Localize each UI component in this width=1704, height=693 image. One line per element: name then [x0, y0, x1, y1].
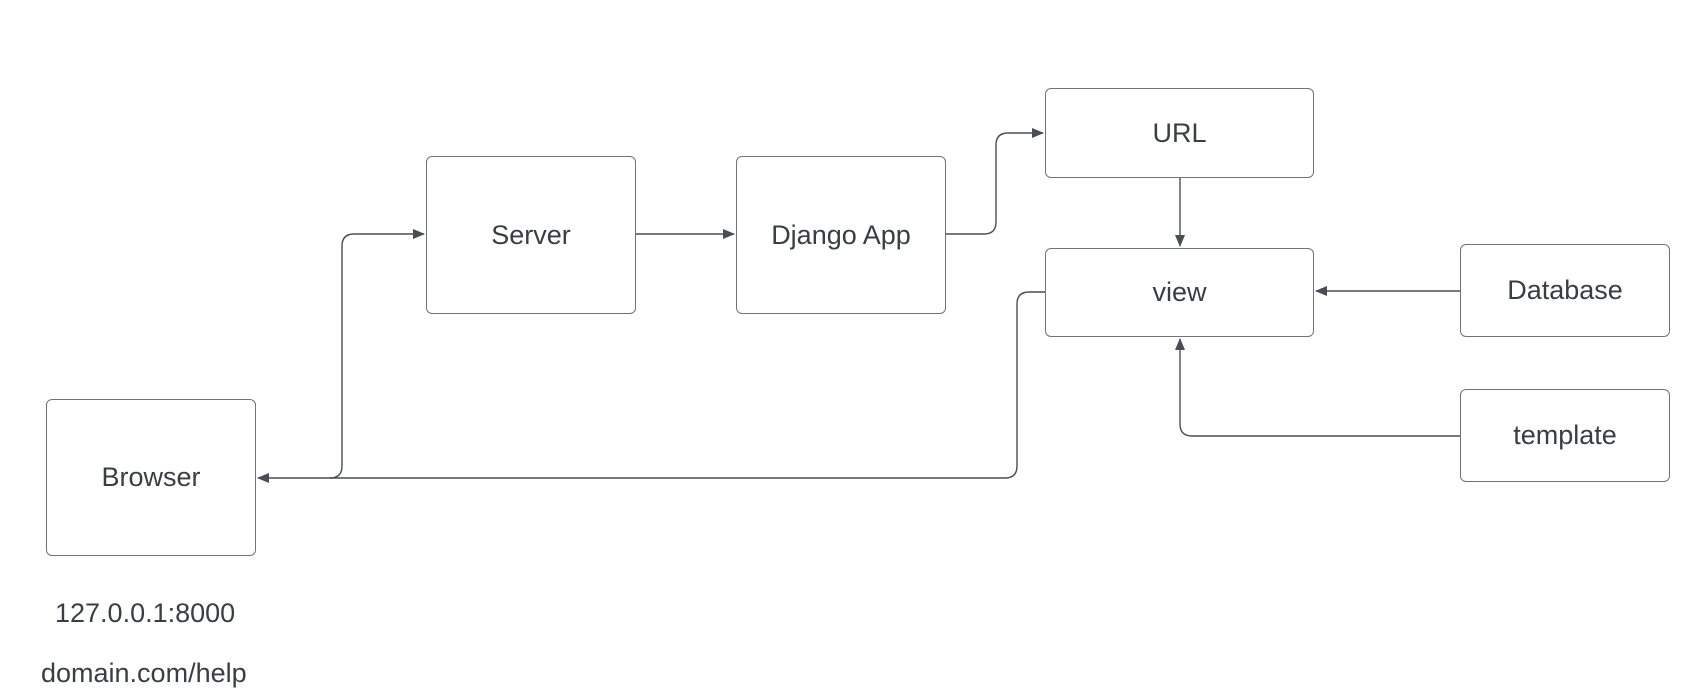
django-app-node[interactable]: Django App [736, 156, 946, 314]
database-label: Database [1507, 275, 1623, 305]
view-label: view [1152, 277, 1207, 307]
edge-template-to-view [1175, 338, 1460, 437]
browser-node[interactable]: Browser [46, 399, 256, 556]
browser-label: Browser [101, 462, 201, 492]
template-label: template [1513, 420, 1617, 450]
django-app-label: Django App [771, 219, 911, 250]
view-node[interactable]: view [1045, 248, 1314, 337]
local-address-caption: 127.0.0.1:8000 [55, 598, 236, 628]
server-node[interactable]: Server [426, 156, 636, 314]
database-node[interactable]: Database [1460, 244, 1670, 337]
edge-browser-to-server [329, 229, 425, 479]
url-label: URL [1152, 117, 1207, 148]
edge-django-app-to-url [946, 128, 1044, 235]
template-node[interactable]: template [1460, 389, 1670, 482]
edge-view-to-browser [257, 291, 1045, 483]
url-node[interactable]: URL [1045, 88, 1314, 178]
server-label: Server [491, 219, 571, 250]
domain-address-caption: domain.com/help [41, 658, 247, 688]
